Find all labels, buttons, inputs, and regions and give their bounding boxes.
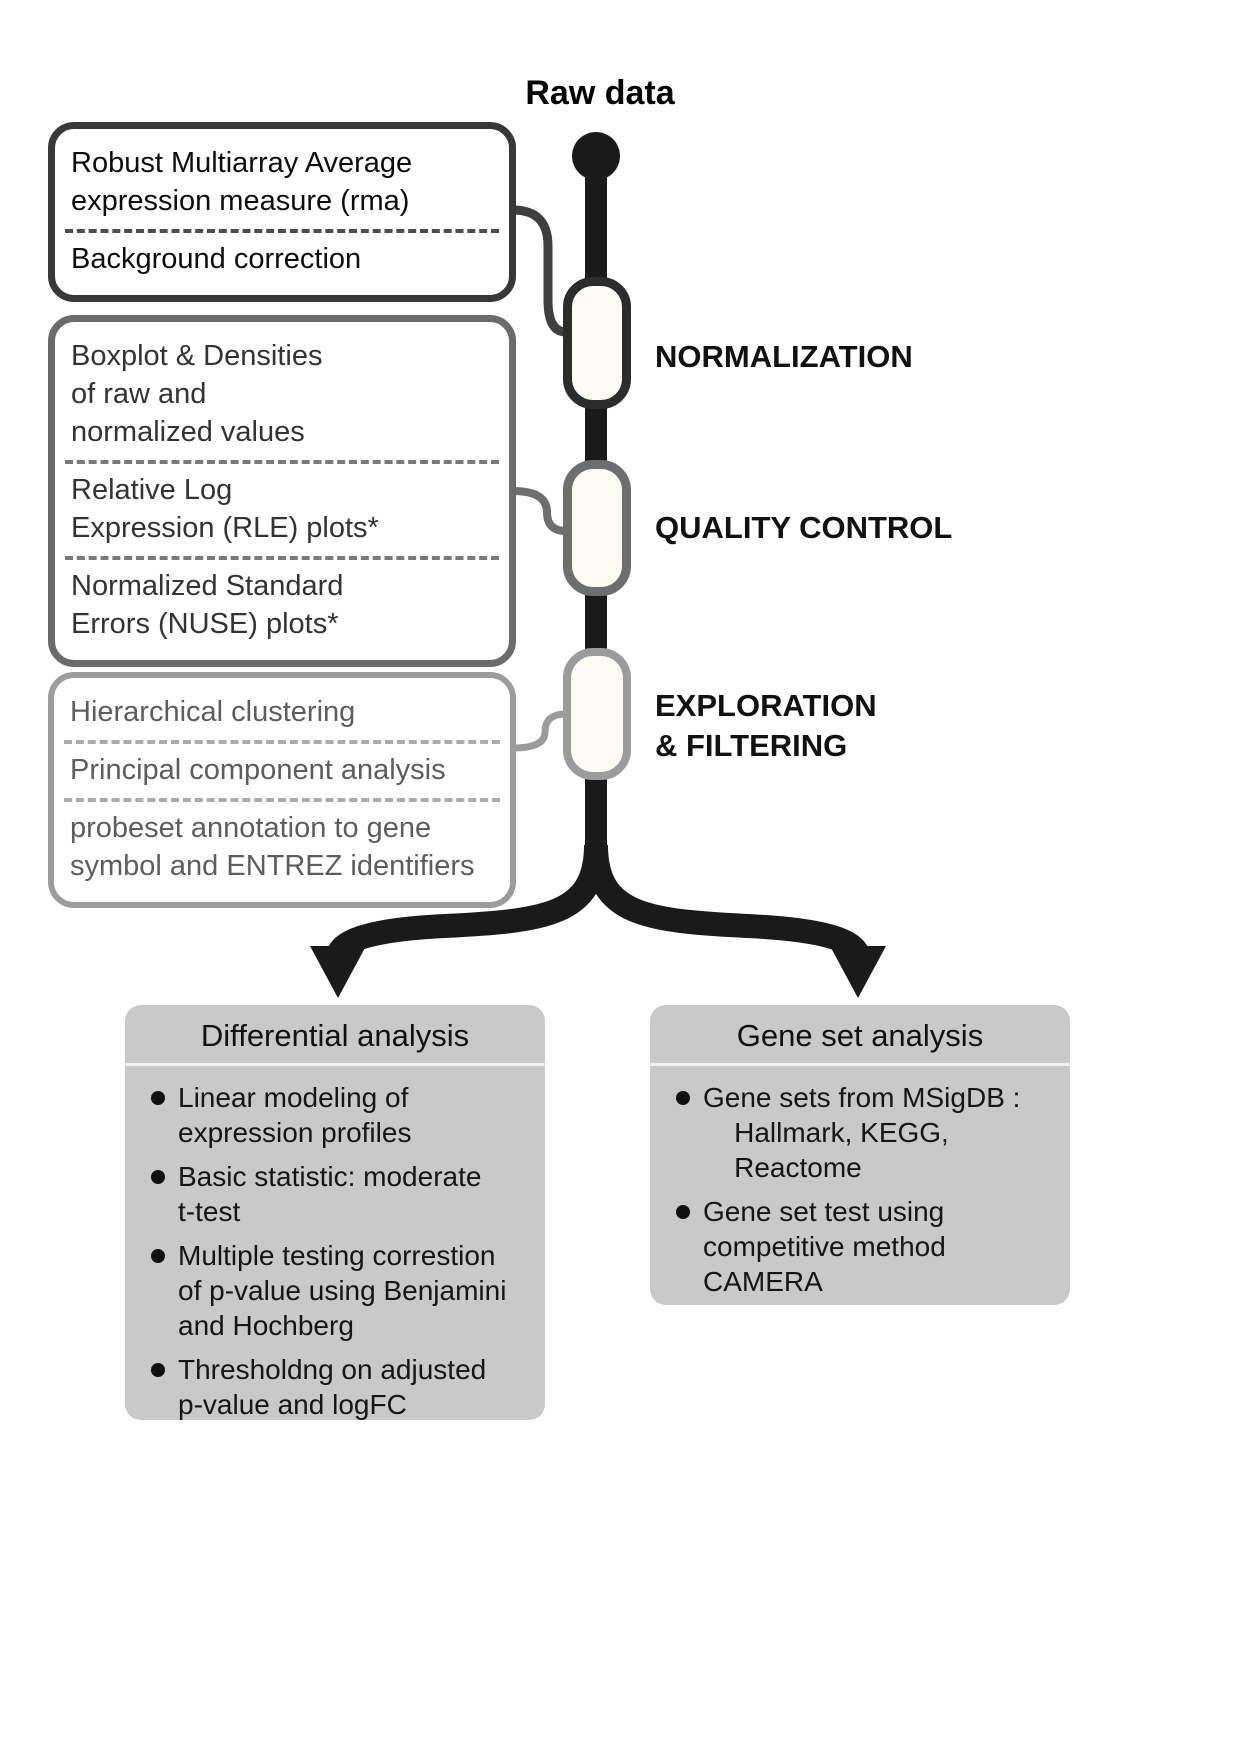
bullet-text: Basic statistic: moderate t-test (178, 1161, 482, 1227)
connector-normalization (508, 205, 571, 337)
raw-data-node-dot (572, 132, 620, 180)
bullet-icon (676, 1205, 690, 1219)
bullet-text: Gene set test using competitive method C… (703, 1196, 946, 1297)
bullet-icon (151, 1091, 165, 1105)
bullet-text: Linear modeling of expression profiles (178, 1082, 412, 1148)
bullet-icon (151, 1170, 165, 1184)
stage-label-quality-control: QUALITY CONTROL (655, 510, 953, 545)
raw-data-label: Raw data (525, 74, 675, 112)
arrowhead-right-icon (830, 946, 886, 998)
dashed-divider (64, 798, 500, 802)
dashed-divider (65, 556, 499, 560)
differential-analysis-list: Linear modeling of expression profiles B… (125, 1066, 545, 1420)
bullet-text: Gene sets from MSigDB : Hallmark, KEGG, … (703, 1082, 1021, 1183)
quality-control-node (563, 460, 631, 596)
exploration-box: Hierarchical clustering Principal compon… (48, 672, 516, 908)
differential-analysis-title: Differential analysis (125, 1005, 545, 1066)
list-item: Gene set test using competitive method C… (676, 1194, 1056, 1299)
exploration-item-pca: Principal component analysis (70, 754, 446, 786)
qc-item-nuse: Normalized Standard Errors (NUSE) plots* (71, 570, 344, 640)
stage-label-normalization: NORMALIZATION (655, 339, 913, 374)
qc-item-rle: Relative Log Expression (RLE) plots* (71, 474, 379, 544)
qc-item-boxplot: Boxplot & Densities of raw and normalize… (71, 340, 323, 448)
bullet-text: Thresholdng on adjusted p-value and logF… (178, 1354, 487, 1420)
list-item: Thresholdng on adjusted p-value and logF… (151, 1352, 531, 1420)
list-item: Gene sets from MSigDB : Hallmark, KEGG, … (676, 1080, 1056, 1185)
normalization-node (563, 277, 631, 409)
dashed-divider (64, 740, 500, 744)
dashed-divider (65, 229, 499, 233)
bullet-icon (676, 1091, 690, 1105)
normalization-item-background: Background correction (71, 243, 362, 275)
dashed-divider (65, 460, 499, 464)
quality-control-box: Boxplot & Densities of raw and normalize… (48, 315, 516, 667)
gene-set-analysis-title: Gene set analysis (650, 1005, 1070, 1066)
stage-label-exploration-filtering: EXPLORATION & FILTERING (655, 688, 877, 763)
connector-quality-control (509, 487, 570, 535)
connector-exploration (509, 710, 570, 752)
branch-right (584, 844, 870, 960)
list-item: Multiple testing correstion of p-value u… (151, 1238, 531, 1343)
differential-analysis-panel: Differential analysis Linear modeling of… (125, 1005, 545, 1420)
bullet-text: Multiple testing correstion of p-value u… (178, 1240, 507, 1341)
bullet-icon (151, 1363, 165, 1377)
bullet-icon (151, 1249, 165, 1263)
normalization-box: Robust Multiarray Average expression mea… (48, 122, 516, 302)
gene-set-analysis-panel: Gene set analysis Gene sets from MSigDB … (650, 1005, 1070, 1305)
arrowhead-left-icon (310, 946, 366, 998)
normalization-item-rma: Robust Multiarray Average expression mea… (71, 147, 413, 217)
gene-set-analysis-list: Gene sets from MSigDB : Hallmark, KEGG, … (650, 1066, 1070, 1305)
exploration-node (563, 648, 631, 780)
list-item: Basic statistic: moderate t-test (151, 1159, 531, 1229)
exploration-item-clustering: Hierarchical clustering (70, 696, 356, 728)
list-item: Linear modeling of expression profiles (151, 1080, 531, 1150)
branch-left (326, 844, 608, 960)
exploration-item-annotation: probeset annotation to gene symbol and E… (70, 812, 475, 882)
